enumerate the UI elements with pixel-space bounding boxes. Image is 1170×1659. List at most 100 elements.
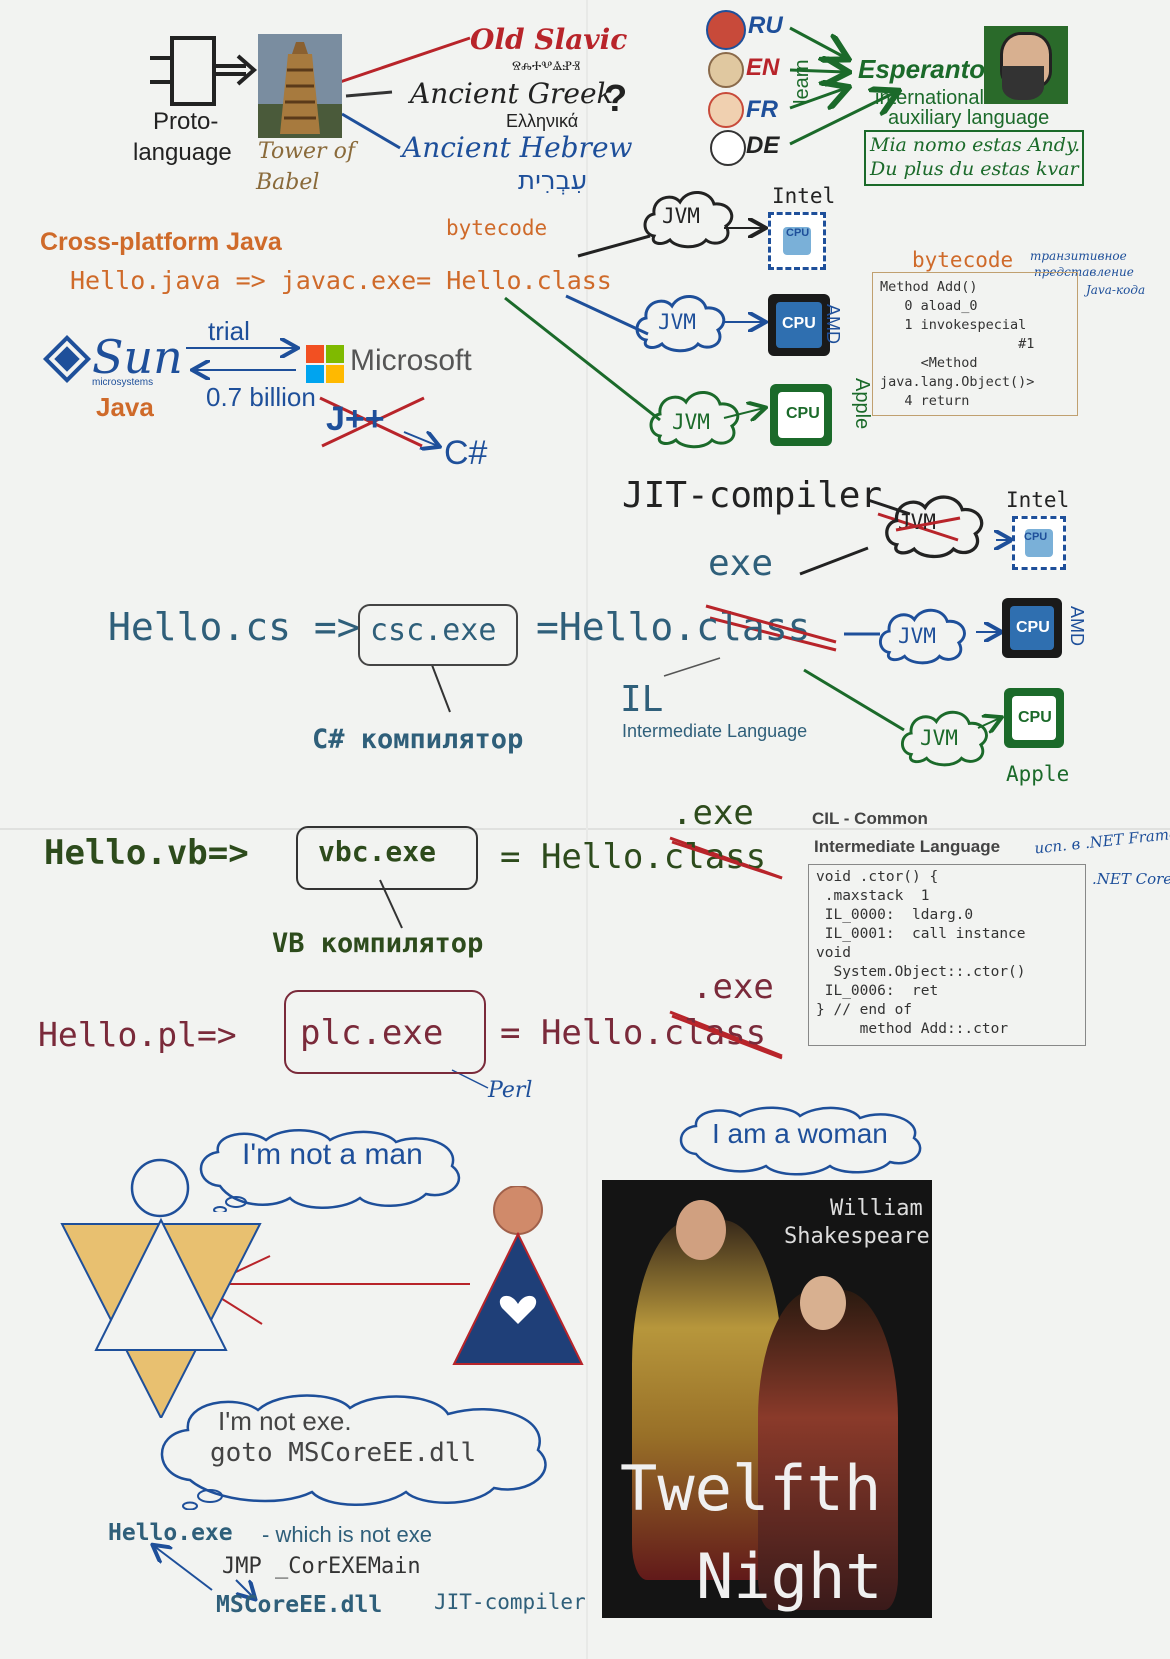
proto-language-label: Proto- (153, 108, 219, 135)
esperanto-subtitle: auxiliary language (888, 107, 1050, 129)
person-icon (706, 10, 746, 50)
male-figure (60, 1158, 262, 1418)
hello-exe-label: Hello.exe (108, 1520, 233, 1546)
microsoft-label: Microsoft (350, 344, 472, 377)
cpu-label: CPU (786, 405, 820, 422)
hello-class-crossed: =Hello.class (536, 605, 811, 649)
not-exe-label: - which is not exe (262, 1522, 432, 1547)
vbc-compiler-box (296, 826, 478, 890)
cil-box (808, 864, 1086, 1046)
esperanto-subtitle: international (875, 87, 984, 109)
cil-line: method Add::.ctor (816, 1021, 1009, 1037)
thought-bubble (160, 1394, 547, 1510)
exe-label: exe (708, 543, 774, 584)
jvm-cloud (643, 191, 734, 249)
female-figure (452, 1186, 584, 1365)
esperanto-phrase: Du plus du estas kvar (870, 158, 1079, 180)
microsoft-logo-icon (306, 345, 344, 383)
glagolitic-script: ⰔⰎⰀⰂⰡⰐⰠ (512, 59, 581, 74)
lang-code-fr: FR (746, 96, 778, 123)
tower-of-babel-label: Tower of (258, 139, 355, 164)
book-cover-image (602, 1180, 932, 1618)
csharp-compiler-caption: C# компилятор (312, 724, 524, 755)
cpu-label: CPU (1018, 709, 1052, 726)
jvm-label: JVM (672, 410, 710, 434)
jmp-label: JMP _CorEXEMain (222, 1554, 421, 1579)
cpu-chip-icon (1002, 598, 1062, 658)
proto-language-label: language (133, 139, 232, 166)
apple-label: Apple (851, 378, 873, 430)
jvm-cloud (635, 295, 726, 353)
trial-label: trial (208, 316, 250, 346)
bytecode-line: 4 return (880, 393, 970, 409)
cil-line: void .ctor() { (816, 869, 939, 885)
cpu-label: CPU (786, 227, 810, 239)
cpu-chip-icon (1004, 688, 1064, 748)
tower-of-babel-label: Babel (256, 170, 320, 195)
greek-word: Ελληνικά (506, 111, 579, 131)
lang-code-ru: RU (748, 12, 783, 39)
thought-bubble (679, 1106, 922, 1176)
bytecode-box-title: bytecode (912, 248, 1014, 272)
jpp-label: J++ (326, 400, 385, 438)
cil-line: System.Object::.ctor() (816, 964, 1026, 980)
amd-label: AMD (1067, 606, 1087, 646)
bytecode-note: Java-кода (1086, 283, 1146, 297)
hello-cs: Hello.cs => (108, 605, 360, 649)
vbc-compiler-label: vbc.exe (318, 835, 437, 868)
esperanto-phrases-box (864, 130, 1084, 186)
cil-line: } // end of (816, 1002, 913, 1018)
il-caption: Intermediate Language (622, 721, 808, 741)
person-icon (708, 52, 744, 88)
book-author: Shakespeare (784, 1224, 930, 1249)
cpu-chip-icon (770, 384, 832, 446)
hebrew-word: עִבְרִית (518, 166, 588, 196)
bytecode-note: представление (1034, 265, 1134, 279)
il-label: IL (620, 679, 664, 720)
jvm-label: JVM (662, 204, 700, 228)
jvm-cloud (878, 608, 966, 665)
thought-bubble (199, 1129, 460, 1212)
price-label: 0.7 billion (206, 382, 316, 412)
vb-compiler-caption: VB компилятор (272, 928, 484, 959)
cil-title: CIL - Common (812, 809, 928, 828)
tower-of-babel-image (258, 34, 342, 138)
person-icon (708, 92, 744, 128)
plc-compiler-label: plc.exe (300, 1013, 444, 1053)
bytecode-listing: Method Add() 0 aload_0 1 invokespecial #… (880, 278, 1034, 411)
jvm-label: JVM (920, 726, 958, 750)
book-title: Twelfth (620, 1452, 882, 1525)
hello-class-crossed: = Hello.class (500, 837, 767, 877)
exe-label: .exe (692, 967, 774, 1007)
bubble-woman-text: I am a woman (712, 1118, 888, 1149)
jvm-cloud (900, 710, 988, 767)
cil-listing: void .ctor() { .maxstack 1 IL_0000: ldar… (816, 868, 1026, 1039)
plc-compiler-box (284, 990, 486, 1074)
book-title: Night (696, 1540, 883, 1613)
cil-line: IL_0006: ret (816, 983, 939, 999)
esperanto-phrase: Mia nomo estas Andy. (870, 134, 1081, 156)
mscoree-label: MSCoreEE.dll (216, 1592, 383, 1618)
csc-compiler-box (358, 604, 518, 666)
cil-line: IL_0001: call instance (816, 926, 1026, 942)
cpu-label: CPU (1016, 619, 1050, 636)
cil-note: .NET Core (1092, 870, 1170, 888)
cpu-chip-icon (1012, 516, 1066, 570)
hello-pl: Hello.pl=> (38, 1015, 237, 1054)
bytecode-label: bytecode (446, 216, 548, 240)
paper-fold (586, 0, 588, 1659)
bytecode-note: транзитивное (1030, 249, 1127, 263)
bubble-man-text: I'm not a man (242, 1138, 423, 1171)
jvm-cloud (649, 391, 740, 449)
ancient-greek-label: Ancient Greek (410, 77, 614, 110)
bytecode-line: java.lang.Object()> (880, 374, 1035, 390)
cil-line: void (816, 945, 851, 961)
bubble-exe-text: goto MSCoreEE.dll (210, 1438, 477, 1468)
sun-logo-sub: microsystems (92, 377, 154, 388)
paper-fold (0, 828, 1170, 830)
sun-logo-text: Sun (92, 330, 183, 384)
csc-compiler-label: csc.exe (370, 613, 497, 648)
java-pipeline: Hello.java => javac.exe= Hello.class (70, 266, 612, 295)
lang-code-de: DE (746, 132, 780, 159)
